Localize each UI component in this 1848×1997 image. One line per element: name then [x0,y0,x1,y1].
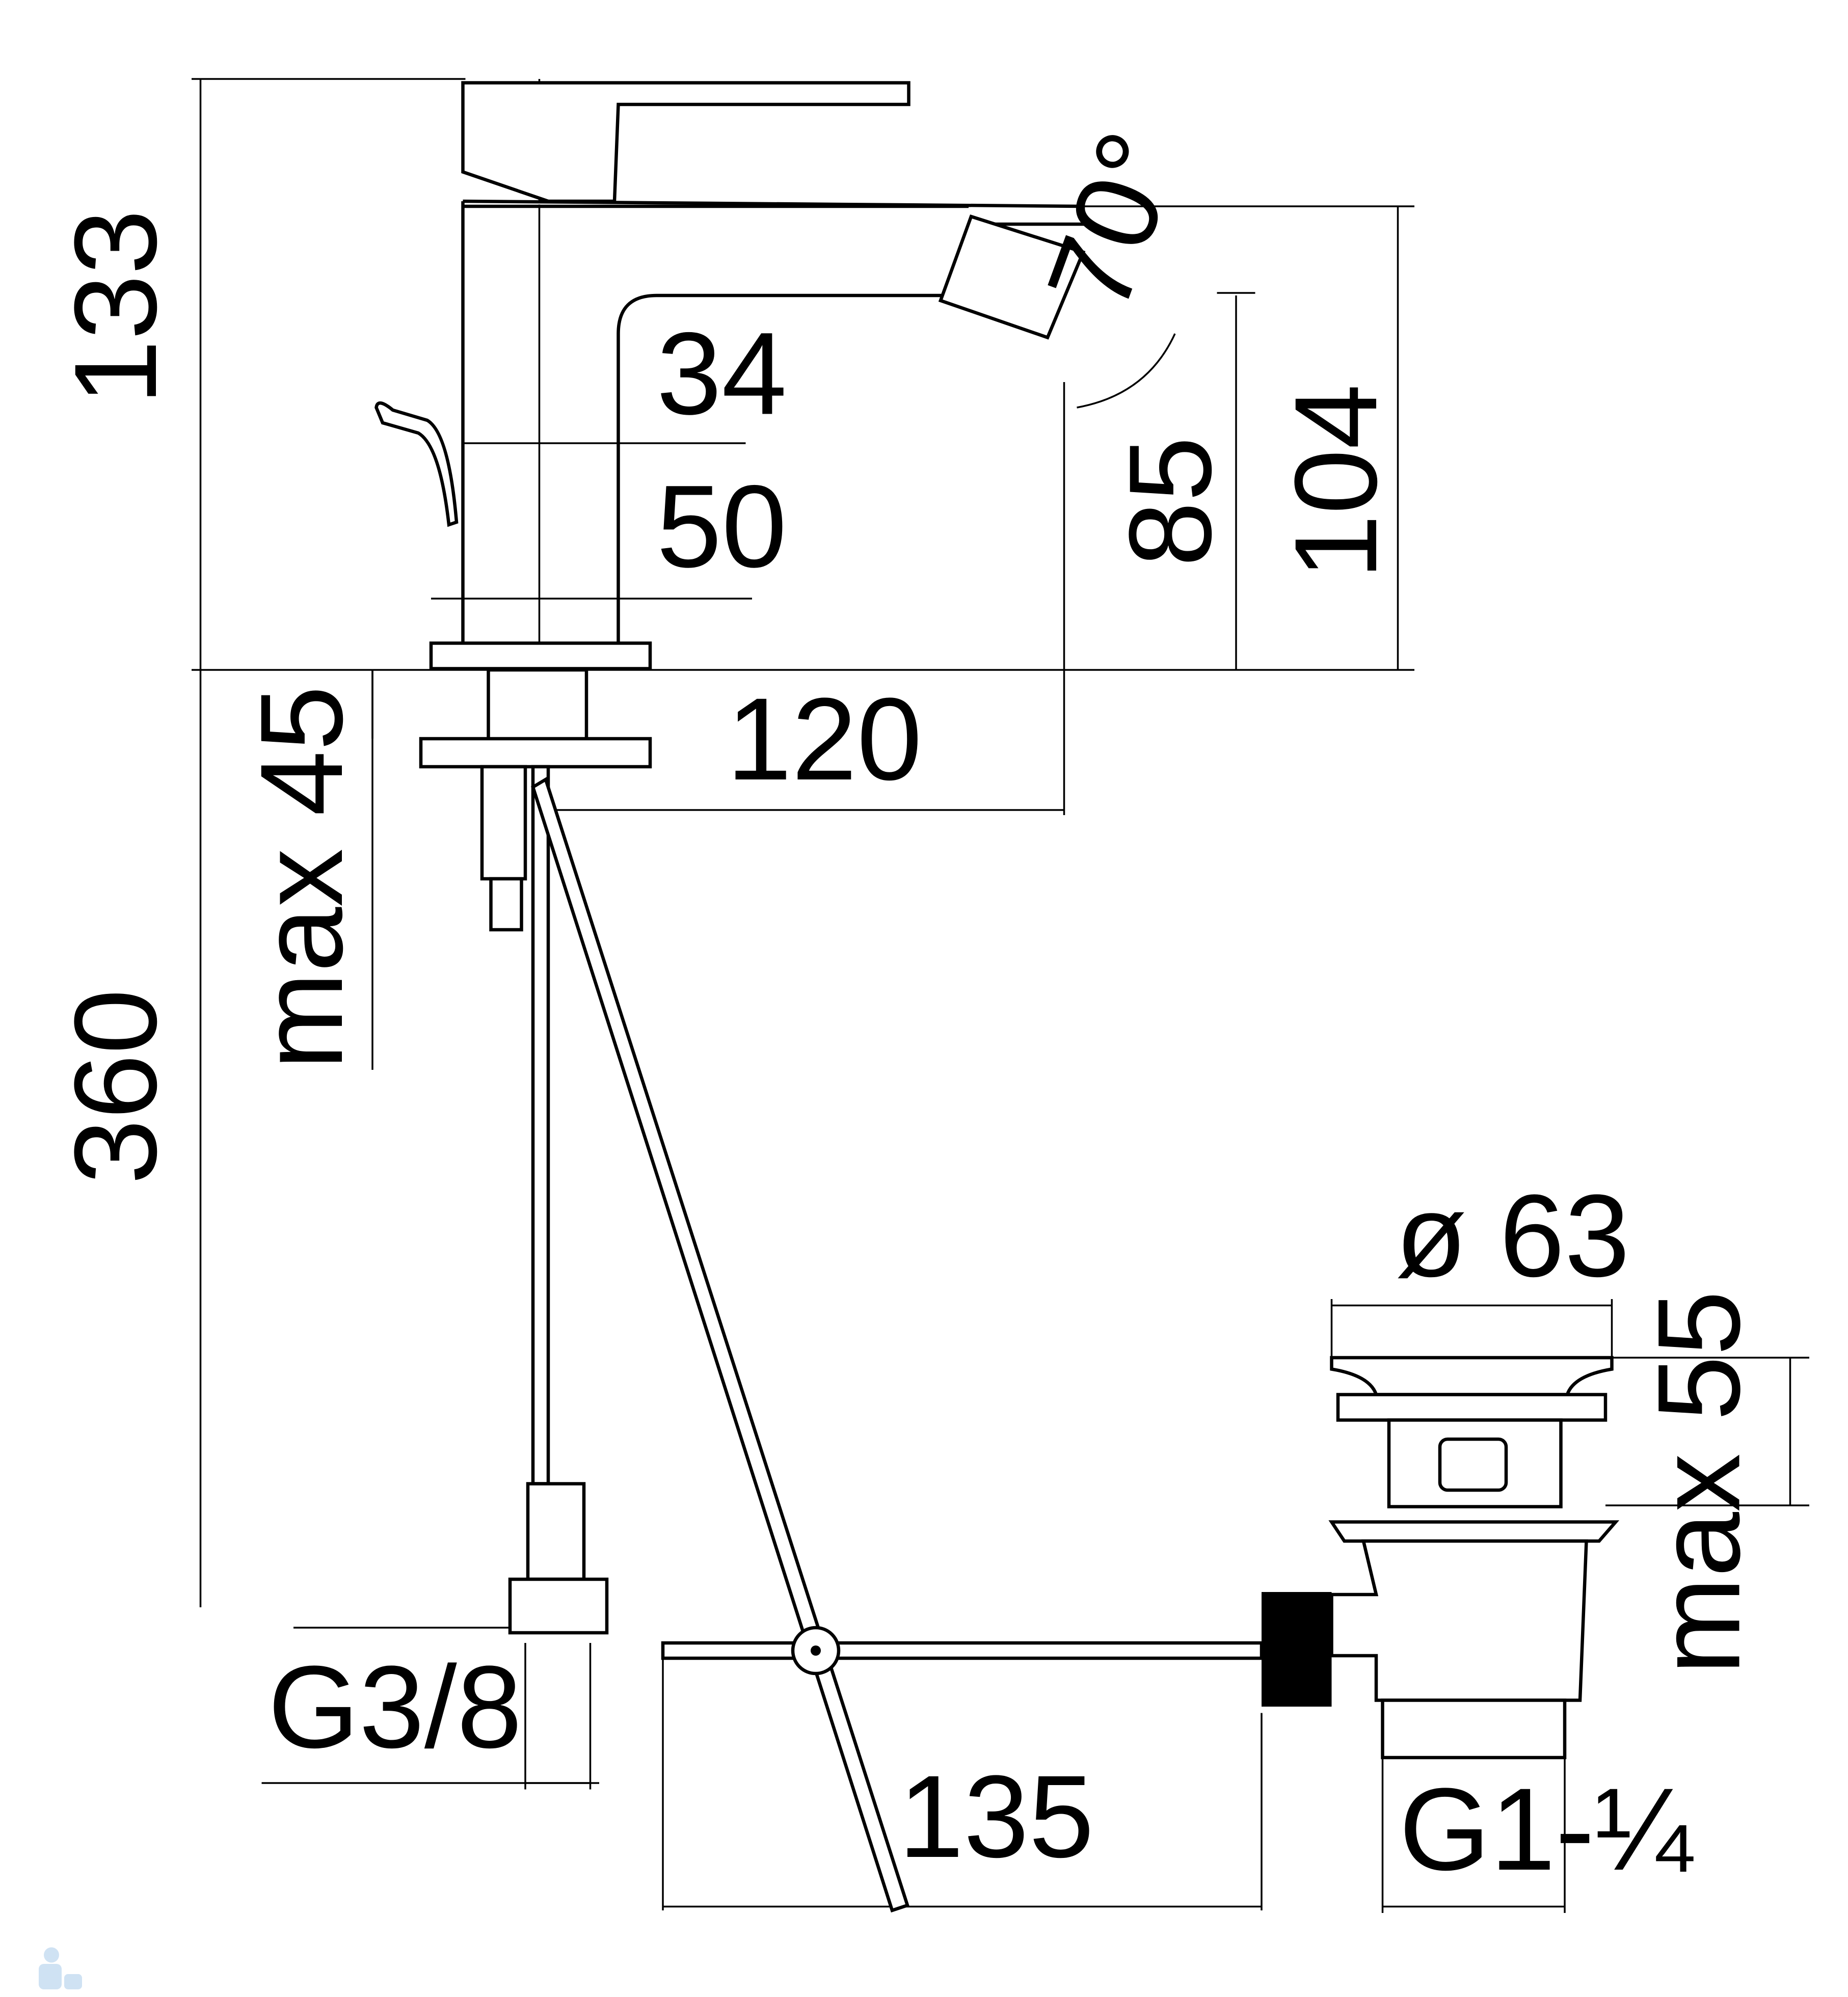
dimension-labels: 133 34 50 70° 85 104 120 max 45 360 G3/8… [50,116,1764,1895]
shank [487,668,588,742]
pop-up-waste [1262,1356,1620,1760]
dim-spout-height: 104 [1270,384,1401,580]
dim-overall-height: 133 [50,209,181,405]
dim-spout-inner-height: 85 [1105,437,1236,567]
dim-pop-up-rod: 135 [899,1751,1094,1882]
pop-up-knob [374,401,459,527]
watermark-logo [39,1947,82,1989]
hose-connector [526,1482,586,1581]
dim-max-deck: max 45 [236,686,367,1070]
fixing-plate [419,737,652,769]
base-plate [429,641,652,670]
mixer-body [374,81,1086,932]
dim-waste-diameter: ø 63 [1396,1170,1630,1301]
dim-base-width: 50 [657,461,787,592]
waste-cap [1330,1356,1614,1396]
hoses [508,765,1264,1913]
hose-nut [508,1577,609,1635]
flexible-hose [531,765,550,1486]
dim-spout-reach: 120 [727,673,922,804]
pop-up-rod-horizontal [661,1641,1264,1660]
pop-up-rod-vertical [531,777,910,1913]
dim-hose-connection: G3/8 [268,1641,522,1772]
waste-nut [1262,1592,1332,1707]
dim-waste-max: max 55 [1633,1290,1764,1675]
dim-body-width: 34 [657,308,787,439]
dim-waste-thread: G1-¼ [1399,1764,1694,1895]
bidet-jet-nozzle [938,214,1086,340]
dimension-lines [199,79,1791,1908]
fixing-rod [480,765,527,881]
dim-hose-length: 360 [50,989,181,1184]
